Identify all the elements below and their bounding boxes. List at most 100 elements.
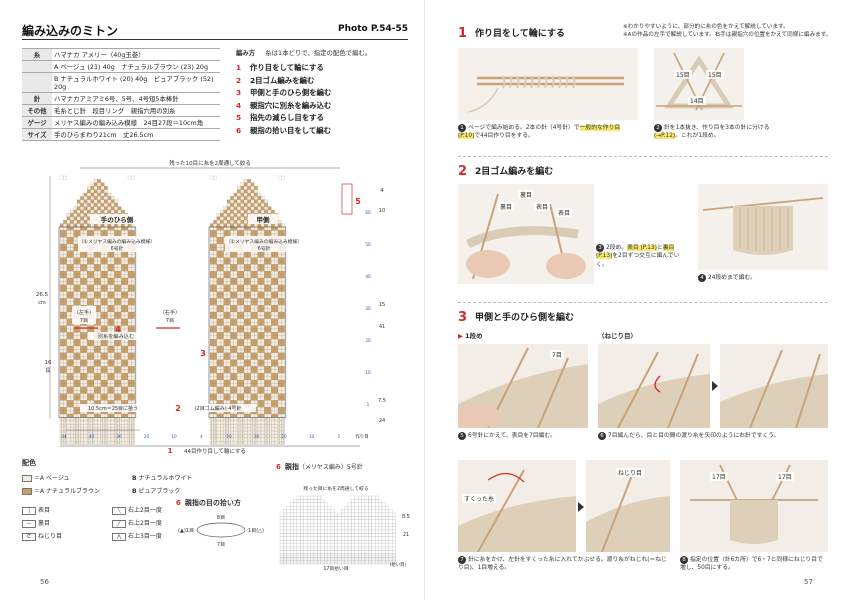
thumb-grid-cell [307,533,311,537]
thumb-grid-cell [320,526,325,531]
thumb-grid-cell [347,526,352,531]
thumb-grid-cell [337,519,342,524]
thumb-grid-cell [324,512,328,517]
rib-label: (2目ゴム編み) 4号針 [195,405,242,412]
thumb-grid-cell [313,495,318,500]
stitch-symbol-icon: — [22,519,36,528]
thumb-grid-cell [293,502,298,507]
thumb-grid-cell [361,519,366,524]
thumb-grid-cell [293,543,298,548]
spec-row: A ベージュ (21) 40g ナチュラルブラウン (23) 20g [22,60,220,73]
thumb-grid-cell [296,509,301,514]
left-hand-label: （左手） [74,308,95,316]
thumb-grid-cell [293,506,298,510]
thumb-grid-cell [320,533,325,537]
thumb-grid-cell [347,546,352,551]
thumb-grid-cell [364,550,369,554]
thumb-grid-cell [307,516,311,520]
thumb-grid-cell [364,512,369,517]
thumb-grid-cell [307,495,311,500]
thumb-grid-cell [378,553,383,558]
thumb-grid-cell [320,546,325,551]
thumb-grid-cell [371,557,376,561]
bessi-bg [88,332,144,340]
thumb-grid-cell [290,506,294,510]
thumb-grid-cell [341,509,345,514]
thumb-grid-cell [368,557,372,561]
thumb-grid-cell [354,512,359,517]
thumb-grid-cell [324,540,328,544]
thumb-grid-cell [358,523,362,527]
thumb-grid-cell [358,512,362,517]
thumb-grid-cell [313,536,318,541]
spec-value: メリヤス編みの編み込み模様 24目27段＝10cm角 [52,116,220,129]
thumb-grid-cell [371,529,376,534]
thumb-grid-cell [341,512,345,517]
thumb-grid-cell [378,550,383,554]
tag-ura-b: 裏目 [498,202,515,211]
thumb-grid-cell [283,553,287,558]
divider-1 [458,156,828,157]
thumb-grid-cell [381,516,386,520]
notes: ※わかりやすいように、部分的に糸の色をかえて解説しています。 ※Aの作品の左手で… [623,24,833,40]
thumb-grid-cell [303,523,308,527]
thumb-grid-cell [378,509,383,514]
thumb-grid-cell [283,543,287,548]
thumb-grid-cell [347,502,352,507]
thumb-grid-cell [347,523,352,527]
thumb-grid-cell [307,553,311,558]
thumb-grid-cell [351,560,355,565]
thumb-grid-cell [283,526,287,531]
thumb-grid-cell [375,557,379,561]
thumb-grid-cell [364,540,369,544]
thumb-grid-cell [354,543,359,548]
spec-row: ゲージメリヤス編みの編み込み模様 24目27段＝10cm角 [22,116,220,129]
thumb-grid-cell [344,523,349,527]
thumb-grid-cell [364,523,369,527]
color-swatch [22,475,32,482]
thumb-grid-cell [344,550,349,554]
thumb-grid-cell [300,495,304,500]
thumb-grid-cell [327,533,332,537]
thumb-pick-count-label: 17目拾い目 [323,565,348,572]
thumb-grid-cell [293,499,298,503]
thumb-grid-cell [368,560,372,565]
total-height-unit: cm [38,300,46,306]
thumb-grid-cell [296,506,301,510]
thumb-grid-cell [290,536,294,541]
thumb-grid-cell [300,540,304,544]
thumb-grid-cell [378,546,383,551]
thumb-grid-cell [320,536,325,541]
thumb-grid-cell [283,509,287,514]
photo-twist-2 [720,344,828,428]
thumb-grid-cell [337,560,342,565]
thumb-grid-cell [378,533,383,537]
left-page: 編み込みのミトン Photo P.54-55 糸ハマナカ アメリー（40g玉巻）… [22,24,410,586]
note-line: ※わかりやすいように、部分的に糸の色をかえて解説しています。 [623,24,789,30]
thumb-grid-cell [354,502,359,507]
thumb-grid-cell [286,526,291,531]
thumb-grid-cell [381,540,386,544]
page-number-right: 57 [804,578,813,586]
thumb-grid-cell [341,529,345,534]
thumb-grid-cell [313,540,318,544]
thumb-grid-cell [337,523,342,527]
thumb-grid-cell [307,560,311,565]
thumb-grid-cell [293,536,298,541]
thumb-grid-cell [337,512,342,517]
stitch-count-label: 30 [116,434,122,439]
thumb-grid-cell [341,536,345,541]
thumb-grid-cell [303,550,308,554]
thumb-grid-cell [296,540,301,544]
thumb-grid-cell [388,519,393,524]
thumb-grid-cell [300,529,304,534]
step-number: 1 [236,63,242,72]
thumb-grid-cell [351,526,355,531]
thumb-grid-cell [307,529,311,534]
thumb-grid-cell [286,506,291,510]
thumb-grid-cell [310,499,315,503]
